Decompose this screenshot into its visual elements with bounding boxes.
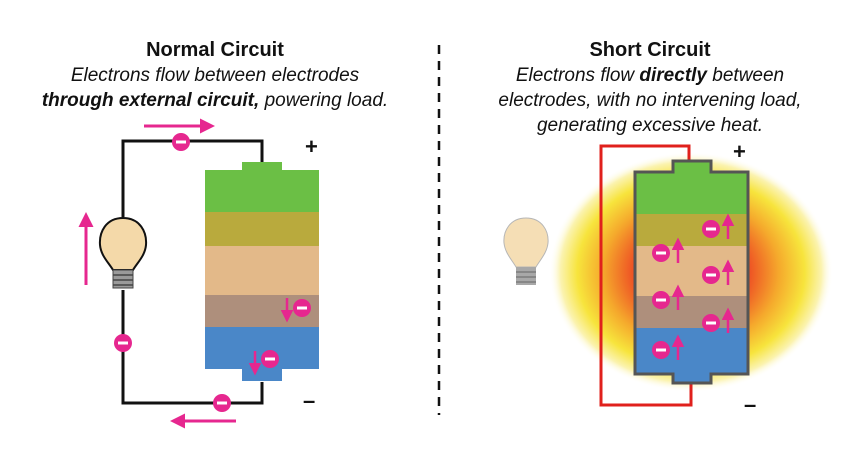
short-circuit-desc-line2: electrodes, with no intervening load, — [498, 90, 802, 111]
negative-terminal-label: – — [744, 392, 756, 417]
light-bulb-icon — [503, 217, 549, 285]
positive-terminal-label: + — [733, 139, 746, 164]
electron-short-1 — [702, 213, 735, 239]
normal-circuit: + – — [78, 118, 319, 429]
electron-battery-2 — [261, 350, 279, 368]
normal-circuit-desc-bold: through external circuit, — [41, 90, 260, 111]
electron-short-4 — [652, 284, 685, 310]
short-wire — [599, 144, 693, 407]
electron-short-3 — [702, 259, 735, 285]
normal-circuit-desc-rest: powering load. — [259, 90, 389, 111]
battery — [205, 162, 319, 381]
light-bulb-icon — [98, 216, 148, 289]
normal-circuit-title: Normal Circuit — [146, 39, 284, 61]
short-circuit-desc-line1: Electrons flow directly between — [450, 63, 850, 88]
normal-circuit-desc-line1: Electrons flow between electrodes — [70, 65, 360, 86]
electron-bottom — [213, 394, 231, 412]
normal-circuit-desc-line2: through external circuit, powering load. — [15, 88, 415, 113]
battery — [633, 159, 750, 385]
positive-terminal-label: + — [305, 134, 318, 159]
negative-terminal-label: – — [303, 388, 315, 413]
electron-short-5 — [702, 307, 735, 333]
short-circuit-desc-start: Electrons flow — [515, 65, 640, 86]
short-circuit-desc-line3: generating excessive heat. — [536, 115, 764, 136]
electron-battery-1 — [293, 299, 311, 317]
electron-short-2 — [652, 237, 685, 263]
short-circuit-desc-end: between — [707, 65, 785, 86]
short-circuit-title: Short Circuit — [589, 39, 711, 61]
normal-circuit-header: Normal Circuit Electrons flow between el… — [15, 38, 415, 113]
electron-short-6 — [652, 334, 685, 360]
short-circuit-desc-bold: directly — [639, 65, 707, 86]
electron-top — [172, 133, 190, 151]
short-circuit: + – — [503, 139, 833, 417]
short-circuit-header: Short Circuit Electrons flow directly be… — [450, 38, 850, 138]
electron-left — [114, 334, 132, 352]
